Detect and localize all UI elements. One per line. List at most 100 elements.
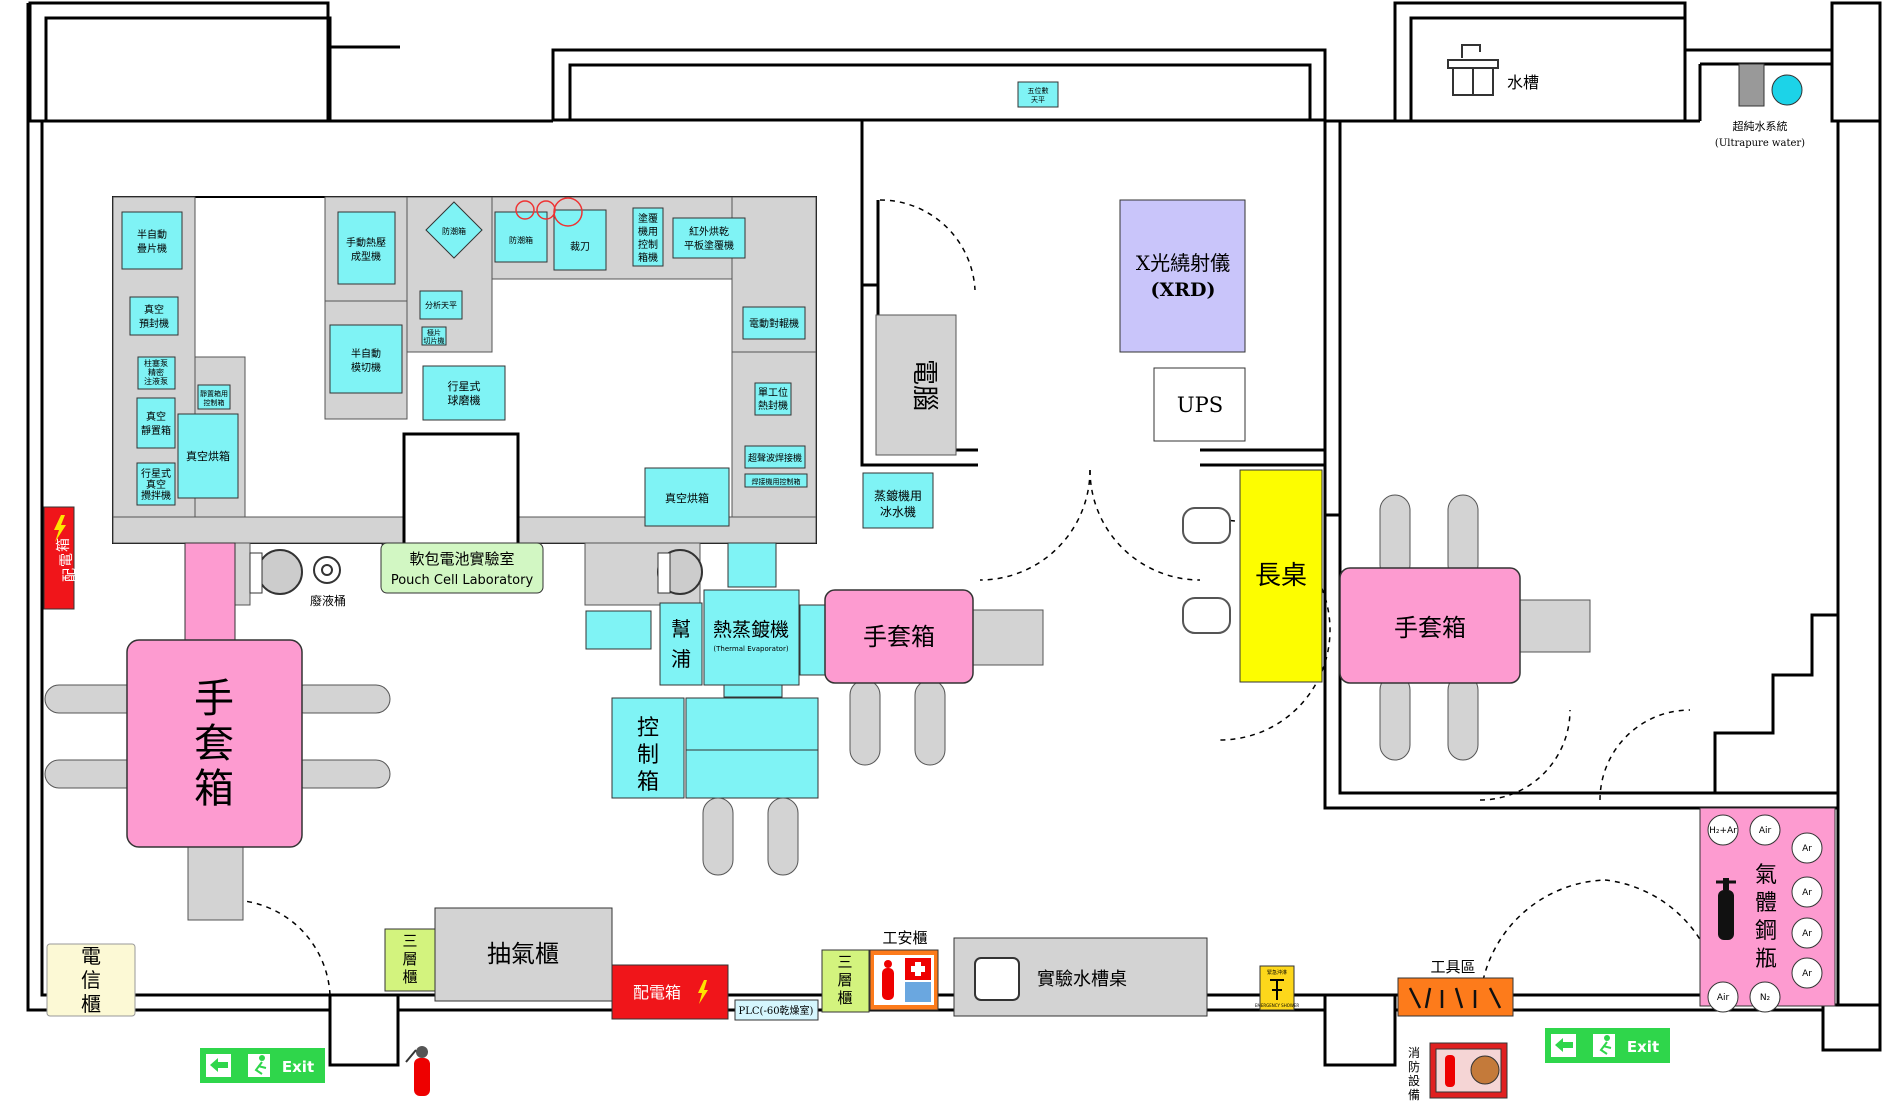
svg-text:防潮箱: 防潮箱 [442,226,466,236]
svg-text:電腦: 電腦 [909,359,939,411]
planetary-vacuum-mixer: 行星式 真空 攪拌機 [136,462,176,506]
svg-text:H₂+Ar: H₂+Ar [1709,826,1737,836]
svg-text:N₂: N₂ [1760,993,1771,1003]
svg-text:精密: 精密 [148,367,164,377]
svg-text:焊接機用控制箱: 焊接機用控制箱 [752,477,801,486]
svg-text:Air: Air [1717,993,1730,1003]
svg-text:(XRD): (XRD) [1151,279,1216,301]
electrode-cutter: 極片 切片機 [421,326,447,346]
svg-text:攪拌機: 攪拌機 [141,489,171,502]
welder-controller: 焊接機用控制箱 [744,473,808,488]
vacuum-oven-left: 真空烘箱 [177,413,239,499]
gas-cylinder-icon [1716,878,1736,940]
long-table-area: 長桌 [1182,469,1323,683]
svg-text:機用: 機用 [638,225,658,238]
three-level-cabinet-2: 三 層 櫃 [821,949,870,1013]
cutter: 裁刀 [515,197,607,271]
vacuum-pre-seal: 真空 預封機 [129,296,179,336]
exit-sign-left: Exit [200,1048,325,1083]
svg-text:Ar: Ar [1802,888,1812,898]
single-station-sealer: 單工位 熱封機 [754,382,792,416]
svg-text:蒸鍍機用: 蒸鍍機用 [874,488,922,503]
ultrapure-water-area: 超純水系統 (Ultrapure water) [1715,63,1805,149]
svg-text:塗覆: 塗覆 [638,212,658,225]
power-warning-icon [54,515,66,542]
svg-text:裁刀: 裁刀 [570,240,590,253]
power-box-left: 配 電 箱 [43,506,78,610]
svg-text:防: 防 [1408,1059,1420,1074]
sink-area: 水槽 [1447,44,1539,96]
svg-text:控制箱: 控制箱 [204,398,225,407]
svg-text:靜置箱: 靜置箱 [141,424,171,437]
svg-text:五位數: 五位數 [1028,86,1049,95]
svg-text:Ar: Ar [1802,929,1812,939]
gas-cylinders: 氣 體 鋼 瓶 H₂+Ar Air Ar Ar Ar Ar Air N₂ [1699,807,1836,1013]
tool-icon [1408,987,1502,1009]
svg-text:疊片機: 疊片機 [137,242,167,255]
fire-equipment: 消 防 設 備 [1408,1042,1508,1102]
svg-text:緊急沖淋: 緊急沖淋 [1267,969,1287,976]
planetary-ball-mill: 行星式 球磨機 [422,365,506,421]
svg-text:真空: 真空 [144,303,164,316]
svg-text:球磨機: 球磨機 [448,393,481,407]
svg-text:鋼: 鋼 [1755,919,1777,944]
svg-text:箱機: 箱機 [638,251,658,264]
svg-text:箱: 箱 [56,538,72,552]
svg-text:注液泵: 注液泵 [144,376,168,386]
tool-area: 工具區 [1397,958,1514,1017]
svg-text:備: 備 [1408,1087,1420,1102]
svg-text:模切機: 模切機 [351,361,381,374]
pouch-cell-lab-label: 軟包電池實驗室 Pouch Cell Laboratory [380,542,544,594]
svg-text:Air: Air [1759,826,1772,836]
svg-text:極片: 極片 [427,328,441,337]
lab-sink-table: 實驗水槽桌 [953,937,1208,1017]
analytical-balance: 分析天平 [419,290,463,320]
svg-text:Exit: Exit [282,1058,314,1076]
svg-text:設: 設 [1408,1073,1420,1088]
semi-auto-stacker: 半自動 疊片機 [121,211,183,270]
svg-text:水槽: 水槽 [1507,73,1539,92]
svg-text:PLC(-60乾燥室): PLC(-60乾燥室) [739,1004,814,1017]
svg-text:櫃: 櫃 [81,992,101,1016]
equipment: 半自動 疊片機 真空 預封機 柱塞泵 精密 注液泵 真空 靜置箱 行星式 真空 … [121,81,1059,529]
svg-text:超聲波焊接機: 超聲波焊接機 [748,452,802,464]
manual-hot-press: 手動熱壓 成型機 [337,211,396,285]
glovebox-large: 手 套 箱 [44,542,391,921]
svg-text:幫: 幫 [671,617,691,641]
glovebox-right: 手套箱 [1339,494,1591,761]
svg-text:消: 消 [1408,1046,1420,1060]
svg-text:成型機: 成型機 [351,250,381,263]
svg-text:熱封機: 熱封機 [758,399,788,412]
exit-sign-right: Exit [1545,1028,1670,1063]
three-level-cabinet-1: 三 層 櫃 [384,928,436,992]
svg-text:UPS: UPS [1177,393,1223,417]
chiller: 蒸鍍機用 冰水機 [862,472,934,529]
svg-text:信: 信 [81,968,101,992]
svg-text:切片機: 切片機 [424,336,445,345]
svg-text:工安櫃: 工安櫃 [882,929,927,947]
power-box-bottom: 配電箱 [611,964,729,1020]
svg-text:箱: 箱 [194,766,234,812]
glovebox-middle: 手套箱 [824,589,1044,766]
thermal-evaporator-area: 幫 浦 熱蒸鍍機 (Thermal Evaporator) 控 制 箱 [584,542,826,876]
xrd-room: 電腦 X光繞射儀 (XRD) UPS [875,199,1246,456]
emergency-shower-icon: 緊急沖淋 EMERGENCY SHOWER [1255,965,1299,1011]
svg-text:控: 控 [637,716,659,741]
exit-sign-icon [206,1054,270,1077]
svg-text:Ar: Ar [1802,844,1812,854]
moisture-cabinet-2: 防潮箱 [494,211,548,263]
five-digit-balance: 五位數 天平 [1017,81,1059,108]
svg-text:行星式: 行星式 [141,467,171,480]
electric-roller: 電動對輥機 [742,306,806,340]
svg-text:櫃: 櫃 [837,989,852,1007]
svg-text:軟包電池實驗室: 軟包電池實驗室 [409,550,514,568]
svg-text:櫃: 櫃 [402,968,417,986]
svg-text:Pouch Cell Laboratory: Pouch Cell Laboratory [391,573,534,588]
fume-hood: 抽氣櫃 [434,907,613,1002]
infrared-coater: 紅外烘乾 平板塗覆機 [672,217,746,259]
svg-text:層: 層 [402,950,417,968]
walls [26,1,1882,1067]
svg-text:靜置箱用: 靜置箱用 [200,389,228,398]
svg-text:真空: 真空 [146,478,166,491]
svg-text:抽氣櫃: 抽氣櫃 [487,940,559,968]
